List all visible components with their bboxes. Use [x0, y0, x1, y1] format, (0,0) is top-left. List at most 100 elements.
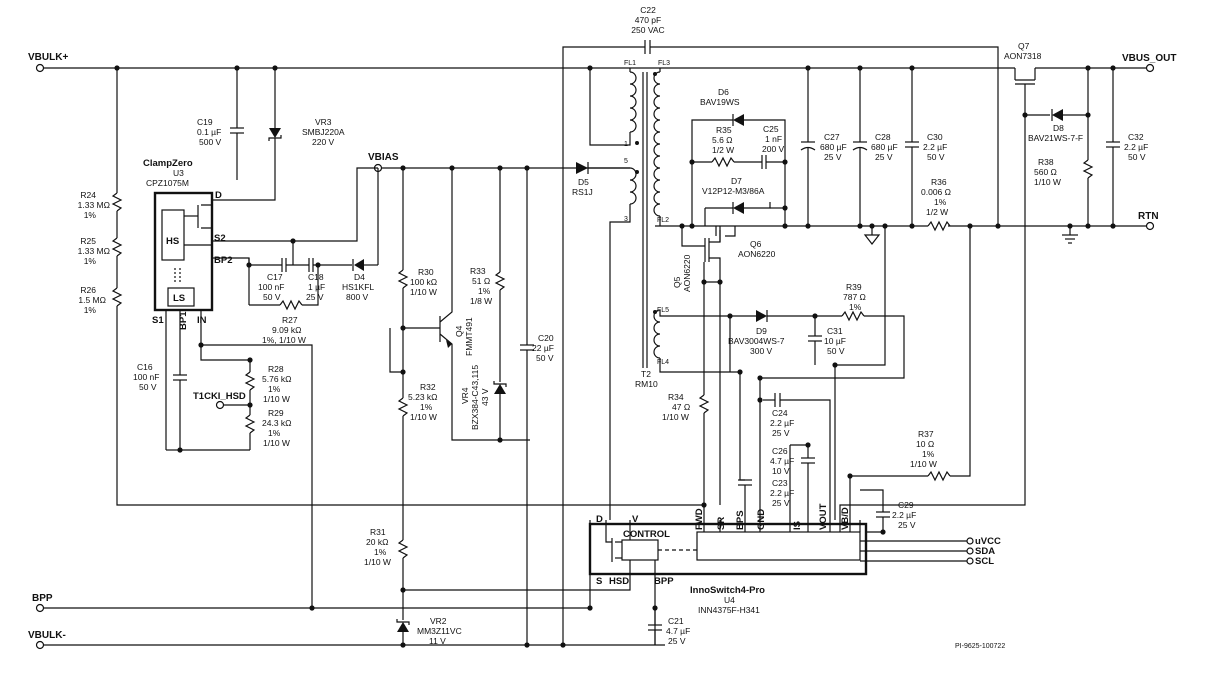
c29-rating: 25 V — [898, 520, 916, 530]
c20-ref: C20 — [538, 333, 554, 343]
r27-value: 9.09 kΩ — [272, 325, 302, 335]
u4-pin-v: V — [632, 514, 639, 525]
c25-rating: 200 V — [762, 144, 785, 154]
r39-value: 787 Ω — [843, 292, 866, 302]
c32-ref: C32 — [1128, 132, 1144, 142]
u4-pin-bpp: BPP — [654, 576, 674, 587]
q4-ref: Q4 — [454, 325, 464, 337]
d9-part: BAV3004WS-7 — [728, 336, 785, 346]
u3-pin-d: D — [215, 190, 222, 201]
u4-control-label: CONTROL — [623, 529, 670, 540]
q6-ref: Q6 — [750, 239, 762, 249]
d6-ref: D6 — [718, 87, 729, 97]
t2-pin1: 1 — [624, 141, 628, 148]
t2-fl1: FL1 — [624, 60, 636, 67]
r30-ref: R30 — [418, 267, 434, 277]
scl-label: SCL — [975, 556, 994, 567]
r34-value: 47 Ω — [672, 402, 690, 412]
r37-value: 10 Ω — [916, 439, 934, 449]
vr3-rating: 220 V — [312, 137, 335, 147]
r31-ref: R31 — [370, 527, 386, 537]
r34-rating: 1/10 W — [662, 412, 689, 422]
bias-regulator — [389, 168, 534, 645]
q5-ref: Q5 — [672, 276, 682, 288]
r29-ref: R29 — [268, 408, 284, 418]
c29-ref: C29 — [898, 500, 914, 510]
u3-pin-in: IN — [197, 315, 207, 326]
r25-tol: 1% — [84, 256, 97, 266]
secondary-snubber — [691, 114, 786, 226]
d5-ref: D5 — [578, 177, 589, 187]
vbus-out-label: VBUS_OUT — [1122, 53, 1176, 64]
r31-rating: 1/10 W — [364, 557, 391, 567]
q7-ref: Q7 — [1018, 41, 1030, 51]
t2-fl4: FL4 — [657, 359, 669, 366]
c29-value: 2.2 µF — [892, 510, 916, 520]
c16-value: 100 nF — [133, 372, 159, 382]
d9-r39-c31 — [730, 310, 905, 379]
c21-value: 4.7 µF — [666, 626, 690, 636]
uvcc-label: uVCC — [975, 536, 1001, 547]
d4-rating: 800 V — [346, 292, 369, 302]
t2-fl3: FL3 — [658, 60, 670, 67]
c24-ref: C24 — [772, 408, 788, 418]
r24-value: 1.33 MΩ — [78, 200, 110, 210]
u3-clampzero-ic — [153, 191, 215, 312]
r29-rating: 1/10 W — [263, 438, 290, 448]
q6-part: AON6220 — [738, 249, 776, 259]
c30-value: 2.2 µF — [923, 142, 947, 152]
c23-rating: 25 V — [772, 498, 790, 508]
r30-rating: 1/10 W — [410, 287, 437, 297]
c20-value: 22 µF — [532, 343, 554, 353]
vr2-rating: 11 V — [429, 636, 446, 646]
c22-rating: 250 VAC — [631, 25, 664, 35]
t2-fl2: FL2 — [657, 217, 669, 224]
r39-ref: R39 — [846, 282, 862, 292]
u3-part: CPZ1075M — [146, 178, 189, 188]
c26-rating: 10 V — [772, 466, 790, 476]
r29-value: 24.3 kΩ — [262, 418, 292, 428]
c22-capacitor — [562, 40, 999, 645]
junction-dots — [114, 65, 1116, 648]
c23-ref: C23 — [772, 478, 788, 488]
u4-pin-is: IS — [792, 521, 803, 530]
rtn-label: RTN — [1138, 211, 1159, 222]
c22-value: 470 pF — [635, 15, 661, 25]
c27-ref: C27 — [824, 132, 840, 142]
u4-pin-vbd: VB/D — [840, 507, 851, 530]
r38-ref: R38 — [1038, 157, 1054, 167]
r26-ref: R26 — [80, 285, 96, 295]
vr2-ref: VR2 — [430, 616, 447, 626]
q7-output-switch — [839, 68, 1120, 520]
u4-pin-fwd: FWD — [694, 508, 705, 530]
r31-value: 20 kΩ — [366, 537, 388, 547]
r36-ref: R36 — [931, 177, 947, 187]
u4-pin-bps: BPS — [735, 510, 746, 530]
c18-ref: C18 — [308, 272, 324, 282]
vr4-ref: VR4 — [460, 387, 470, 404]
r32-tol: 1% — [420, 402, 433, 412]
d7-ref: D7 — [731, 176, 742, 186]
c32-rating: 50 V — [1128, 152, 1146, 162]
c27-value: 680 µF — [820, 142, 847, 152]
r33-value: 51 Ω — [472, 276, 490, 286]
d9-rating: 300 V — [750, 346, 773, 356]
r35-ref: R35 — [716, 125, 732, 135]
c16-ref: C16 — [137, 362, 153, 372]
c18-rating: 25 V — [306, 292, 324, 302]
r37-ref: R37 — [918, 429, 934, 439]
vbulk-plus-label: VBULK+ — [28, 52, 68, 63]
t2-ref: T2 — [641, 369, 651, 379]
r24-ref: R24 — [80, 190, 96, 200]
r30-value: 100 kΩ — [410, 277, 437, 287]
t2-pin5: 5 — [624, 158, 628, 165]
r26-value: 1.5 MΩ — [78, 295, 106, 305]
c24-rating: 25 V — [772, 428, 790, 438]
c27-rating: 25 V — [824, 152, 842, 162]
u4-pin-s: S — [596, 576, 602, 587]
r26-tol: 1% — [84, 305, 97, 315]
c22-ref: C22 — [640, 5, 656, 15]
c21-rating: 25 V — [668, 636, 686, 646]
c21-ref: C21 — [668, 616, 684, 626]
